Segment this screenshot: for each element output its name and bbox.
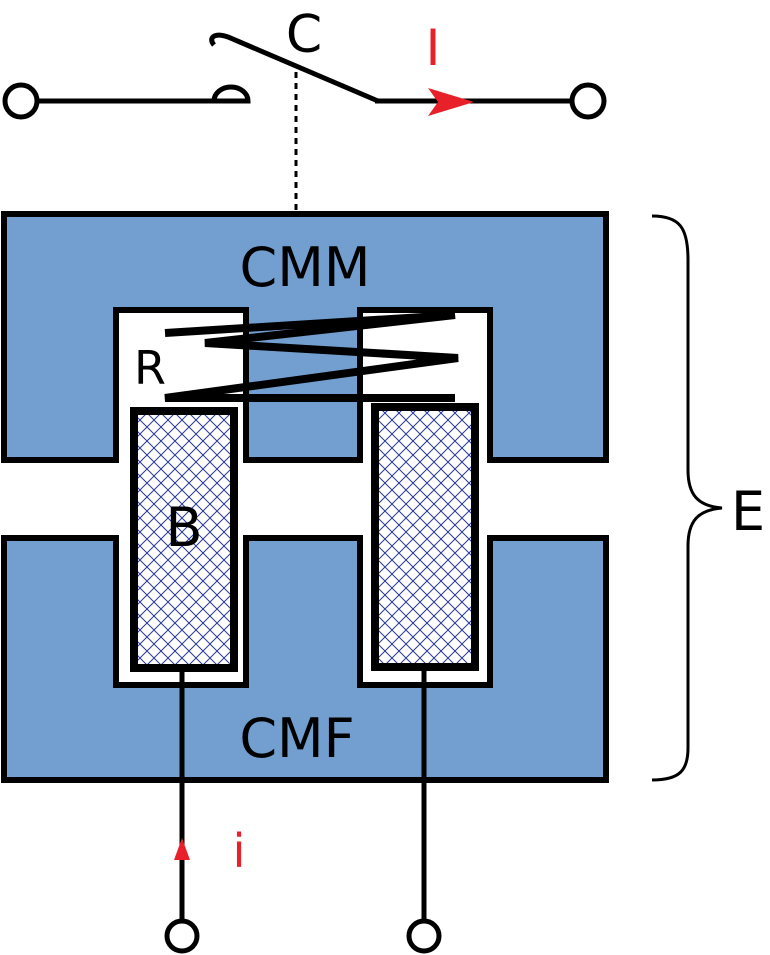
return-spring xyxy=(164,311,459,402)
label-electromagnet: E xyxy=(731,480,765,543)
terminal-coil-right xyxy=(406,918,442,954)
main-contact-switch xyxy=(2,32,607,214)
mobile-core-cmm xyxy=(1,211,609,463)
terminal-coil-left xyxy=(164,918,200,954)
fixed-contact xyxy=(211,84,251,104)
moving-contact-arm xyxy=(209,32,379,104)
label-cmf: CMF xyxy=(239,707,354,770)
electromagnet-brace xyxy=(651,214,723,782)
label-spring: R xyxy=(134,341,166,395)
coil-right xyxy=(371,403,479,671)
label-contact: C xyxy=(286,5,322,65)
current-arrow-main xyxy=(428,88,474,116)
label-coil: B xyxy=(165,496,202,559)
label-current-coil: i xyxy=(233,824,246,878)
label-cmm: CMM xyxy=(240,236,371,299)
terminal-left xyxy=(2,82,40,120)
coil-left xyxy=(130,407,238,672)
current-arrow-coil xyxy=(174,838,190,860)
fixed-core-cmf xyxy=(1,535,609,783)
label-current-main: I xyxy=(426,19,441,77)
terminal-right xyxy=(569,82,607,120)
